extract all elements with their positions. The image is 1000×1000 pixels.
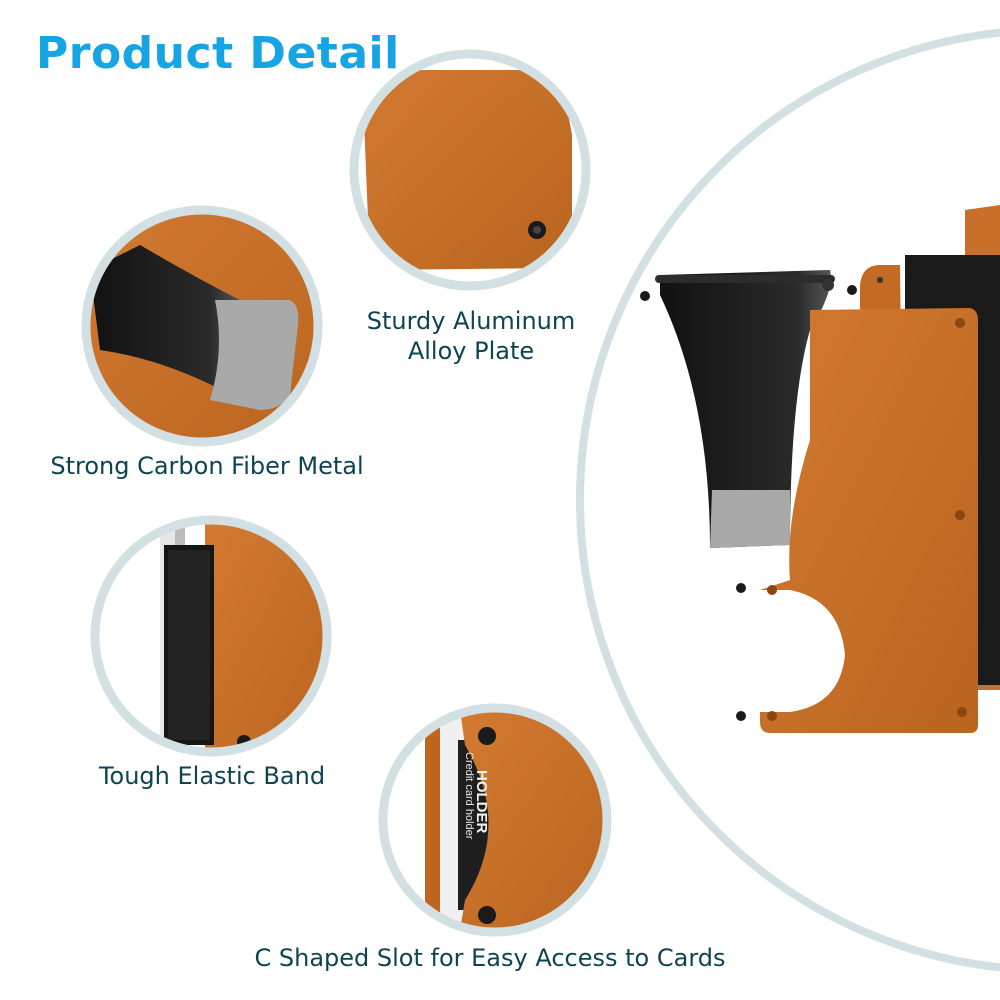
large-detail-ring [576, 28, 1000, 972]
feature-label-carbon: Strong Carbon Fiber Metal [50, 452, 364, 480]
feature-label-line: Alloy Plate [407, 337, 535, 365]
card-subtitle-print: Credit card holder [463, 752, 475, 840]
aluminum-plate-closeup [358, 58, 582, 282]
card-brand-print: HOLDER [473, 770, 490, 834]
exploded-wallet-view [640, 205, 1000, 733]
page-title: Product Detail [36, 28, 400, 79]
feature-label-aluminum: Sturdy Aluminum Alloy Plate [352, 306, 590, 366]
c-slot-closeup: Credit card holder HOLDER [387, 712, 603, 928]
feature-label-elastic: Tough Elastic Band [98, 762, 326, 790]
carbon-clip-closeup [90, 214, 314, 438]
feature-label-c-slot: C Shaped Slot for Easy Access to Cards [254, 944, 726, 972]
elastic-band-closeup [99, 524, 323, 748]
feature-label-line: Sturdy Aluminum [366, 307, 576, 335]
